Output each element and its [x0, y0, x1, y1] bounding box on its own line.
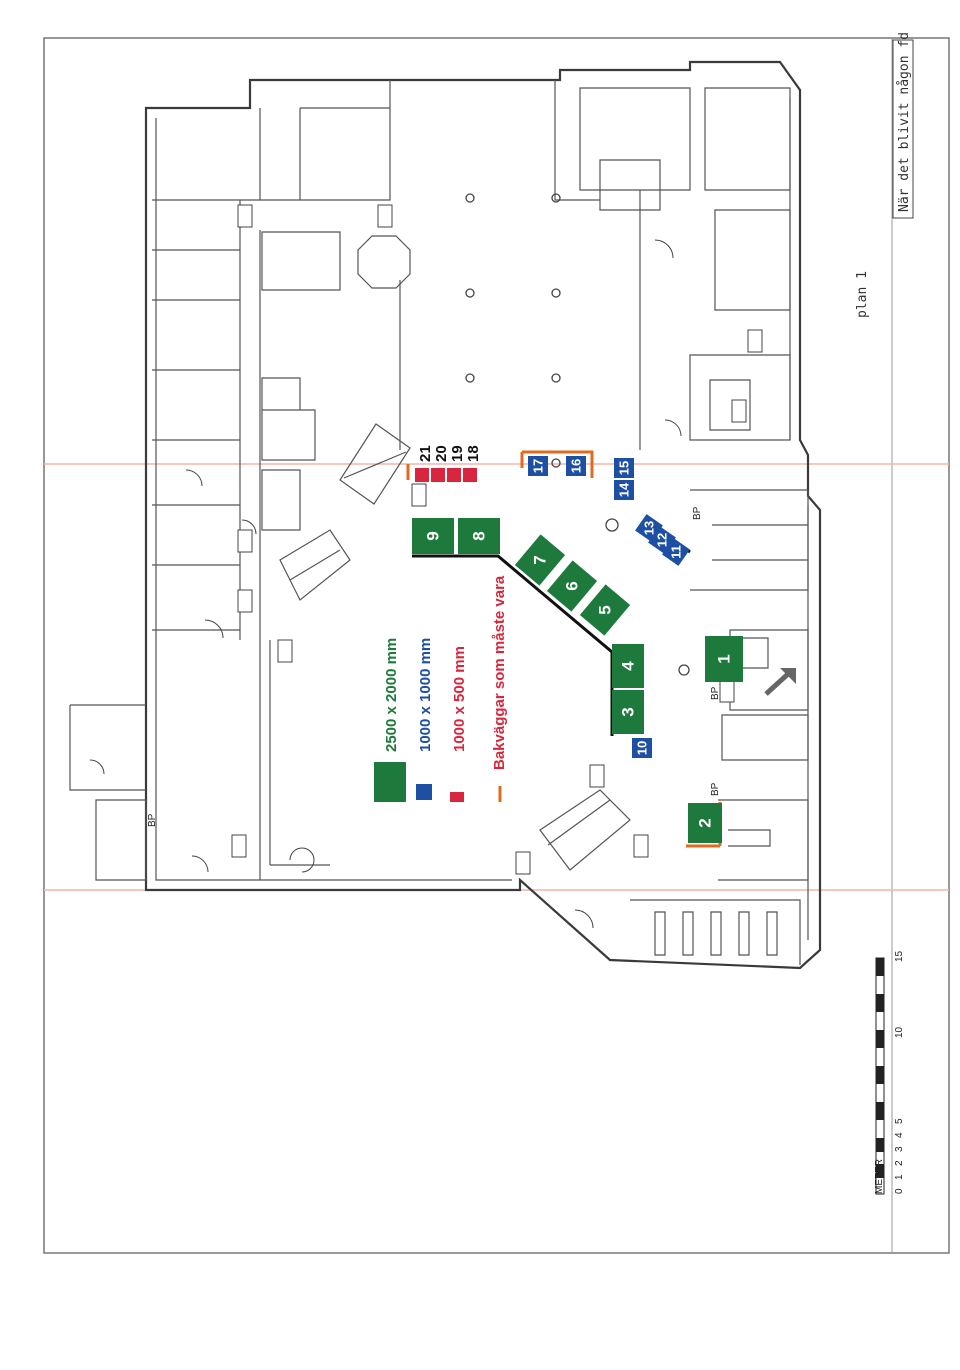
legend: 2500 x 2000 mm 1000 x 1000 mm 1000 x 500…: [374, 575, 508, 802]
title-note-text: När det blivit någon fd: [897, 32, 912, 212]
scale-tick: 4: [894, 1132, 905, 1138]
booth-20: [431, 468, 445, 482]
bp-label: BP: [710, 686, 721, 700]
booth-14: 14: [614, 480, 634, 500]
scale-tick: 2: [894, 1160, 905, 1166]
svg-text:13: 13: [642, 521, 657, 535]
title-note: När det blivit någon fd: [892, 32, 914, 219]
svg-text:17: 17: [531, 459, 546, 473]
legend-swatch-red: [450, 792, 464, 802]
booth-20-label: 20: [433, 445, 450, 462]
svg-text:4: 4: [619, 661, 638, 671]
elevator-arrow-icon: [764, 668, 796, 696]
booths-red: 18 19 20 21: [415, 445, 482, 482]
building-walls: [69, 60, 822, 970]
booth-10: 10: [632, 738, 652, 758]
scale-tick: 1: [894, 1174, 905, 1180]
paper-frame: [43, 37, 950, 1254]
legend-label-red: 1000 x 500 mm: [451, 646, 468, 752]
scale-tick: 15: [894, 950, 905, 962]
svg-text:12: 12: [655, 533, 670, 547]
booth-7: 7: [514, 534, 566, 586]
booth-5: 5: [579, 584, 631, 636]
svg-text:7: 7: [531, 555, 550, 564]
svg-text:10: 10: [635, 741, 650, 755]
booth-21: [415, 468, 429, 482]
bp-label: BP: [710, 782, 721, 796]
svg-text:9: 9: [424, 531, 443, 540]
booth-19: [447, 468, 461, 482]
booth-18-label: 18: [465, 445, 482, 462]
legend-label-orange: Bakväggar som måste vara: [491, 575, 508, 770]
legend-swatch-green: [374, 762, 406, 802]
legend-label-green: 2500 x 2000 mm: [383, 638, 400, 752]
booths-blue: 10 11 12 13 14 15 16 17: [528, 456, 690, 758]
scale-tick: 3: [894, 1146, 905, 1152]
booth-2: 2: [688, 803, 722, 843]
svg-text:16: 16: [569, 459, 584, 473]
booths-green: 1 2 3 4 5 6 7 8 9: [412, 518, 743, 843]
svg-text:15: 15: [617, 461, 632, 475]
booth-3: 3: [612, 690, 644, 734]
bp-label: BP: [147, 813, 158, 827]
booth-13: 13: [635, 514, 663, 542]
scale-tick: 10: [894, 1026, 905, 1038]
booth-6: 6: [546, 560, 598, 612]
svg-text:6: 6: [563, 581, 582, 590]
booth-9: 9: [412, 518, 454, 554]
plan-label: plan 1: [855, 271, 870, 318]
booth-16: 16: [566, 456, 586, 476]
booth-15: 15: [614, 458, 634, 478]
legend-label-blue: 1000 x 1000 mm: [417, 638, 434, 752]
booth-18: [463, 468, 477, 482]
bp-labels: BP BP BP BP: [147, 506, 721, 827]
scale-bar: METER 0 1 2 3 4 5 10 15: [874, 950, 905, 1195]
door-swings: [89, 239, 682, 929]
scale-unit: METER: [874, 1159, 885, 1194]
svg-text:11: 11: [669, 545, 684, 559]
legend-swatch-blue: [416, 784, 432, 800]
svg-text:1: 1: [715, 654, 734, 663]
scale-tick: 5: [894, 1118, 905, 1124]
svg-text:5: 5: [596, 605, 615, 614]
booth-19-label: 19: [449, 445, 466, 462]
bp-label: BP: [692, 506, 703, 520]
booth-21-label: 21: [417, 445, 434, 462]
columns: [465, 193, 690, 676]
svg-text:2: 2: [696, 818, 715, 827]
booth-17: 17: [528, 456, 548, 476]
restroom-icons: [231, 204, 763, 875]
scale-tick: 0: [894, 1188, 905, 1194]
svg-text:14: 14: [617, 482, 632, 497]
booth-4: 4: [612, 644, 644, 688]
booth-8: 8: [458, 518, 500, 554]
svg-text:3: 3: [619, 707, 638, 716]
booth-1: 1: [705, 636, 743, 682]
svg-text:8: 8: [470, 531, 489, 540]
